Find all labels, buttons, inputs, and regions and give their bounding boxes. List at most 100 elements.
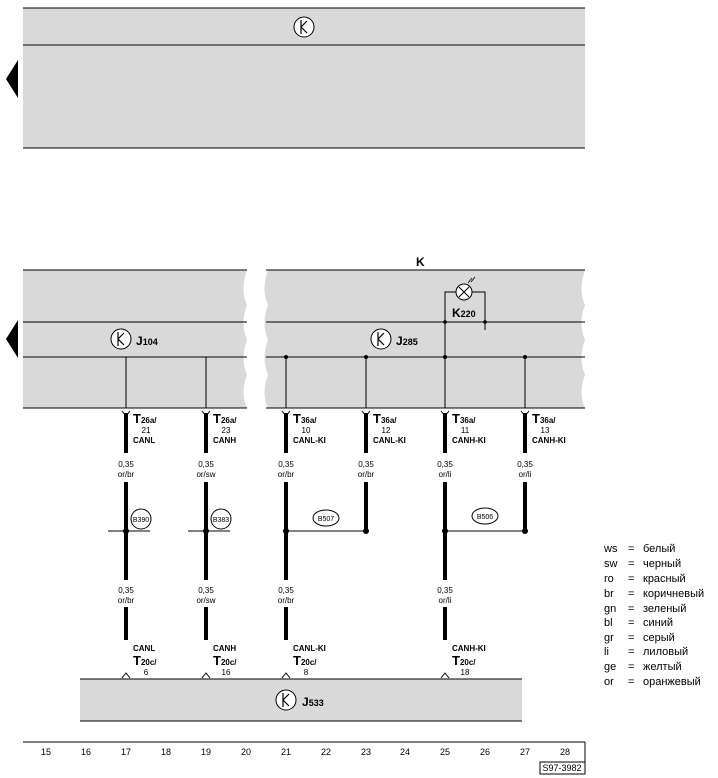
- svg-text:or/li: or/li: [519, 470, 532, 479]
- svg-text:22: 22: [321, 747, 331, 757]
- component-j533-label: J533: [302, 695, 324, 709]
- warning-lamp-k220: K220: [443, 276, 487, 324]
- wire-label: 0,35 or/br: [278, 460, 295, 479]
- svg-text:0,35: 0,35: [118, 586, 134, 595]
- svg-text:T26a/: T26a/: [133, 411, 157, 426]
- wires: [124, 413, 527, 640]
- svg-text:T36a/: T36a/: [532, 411, 556, 426]
- svg-text:or/br: or/br: [278, 596, 295, 605]
- component-j533-panel: J533: [80, 678, 522, 722]
- svg-text:ro: ro: [604, 573, 614, 585]
- svg-text:B383: B383: [213, 517, 229, 524]
- svg-text:S97-3982: S97-3982: [542, 763, 581, 773]
- svg-text:0,35: 0,35: [437, 586, 453, 595]
- svg-text:17: 17: [121, 747, 131, 757]
- svg-text:CANL: CANL: [133, 644, 155, 653]
- splice-node: B506: [442, 507, 528, 534]
- svg-text:18: 18: [161, 747, 171, 757]
- svg-text:16: 16: [222, 668, 231, 677]
- wire-label: 0,35 or/br: [278, 586, 295, 605]
- svg-text:0,35: 0,35: [278, 460, 294, 469]
- svg-text:B506: B506: [477, 514, 493, 521]
- svg-text:8: 8: [304, 668, 309, 677]
- svg-text:bl: bl: [604, 617, 613, 629]
- svg-text:6: 6: [144, 668, 149, 677]
- svg-text:0,35: 0,35: [358, 460, 374, 469]
- svg-text:CANL-KI: CANL-KI: [293, 644, 326, 653]
- svg-text:or/sw: or/sw: [196, 596, 215, 605]
- svg-text:0,35: 0,35: [278, 586, 294, 595]
- splice-node: B390: [108, 508, 152, 534]
- svg-text:=: =: [628, 676, 634, 688]
- svg-text:10: 10: [302, 426, 311, 435]
- wire-label: 0,35 or/br: [118, 460, 135, 479]
- svg-text:21: 21: [142, 426, 151, 435]
- svg-text:27: 27: [520, 747, 530, 757]
- component-j104-label: J104: [136, 334, 158, 348]
- svg-text:T36a/: T36a/: [373, 411, 397, 426]
- component-j104-panel: J104: [23, 269, 247, 409]
- wire-label: 0,35 or/br: [358, 460, 375, 479]
- wire-label: 0,35 or/li: [437, 460, 453, 479]
- svg-text:ge: ge: [604, 661, 616, 673]
- svg-text:12: 12: [382, 426, 391, 435]
- svg-text:CANL-KI: CANL-KI: [373, 436, 406, 445]
- svg-text:желтый: желтый: [643, 661, 682, 673]
- legend-row: or=оранжевый: [604, 676, 701, 688]
- grid-ruler: 15 16 17 18 19 20 21 22 23 24 25 26 27 2…: [23, 741, 586, 762]
- svg-text:B507: B507: [318, 516, 334, 523]
- legend-row: ge = желтый: [604, 661, 682, 673]
- svg-text:оранжевый: оранжевый: [643, 676, 701, 688]
- legend-row: li=лиловый: [604, 646, 688, 658]
- top-connector: T26a/ 21 CANL: [133, 411, 157, 445]
- svg-text:0,35: 0,35: [437, 460, 453, 469]
- svg-text:23: 23: [222, 426, 231, 435]
- legend-row: gn=зеленый: [604, 603, 686, 615]
- page-continuation-arrow-icon: [6, 320, 18, 358]
- svg-text:=: =: [628, 646, 634, 658]
- legend-row: ro=красный: [604, 573, 686, 585]
- svg-text:or/br: or/br: [278, 470, 295, 479]
- bottom-connector: CANH T20c/ 16: [213, 644, 237, 677]
- svg-text:20: 20: [241, 747, 251, 757]
- ground-symbol-icon: [370, 328, 392, 350]
- svg-text:CANH: CANH: [213, 644, 236, 653]
- top-connector: T36a/ 13 CANH-KI: [532, 411, 566, 445]
- splice-node: B383: [188, 508, 232, 534]
- svg-text:коричневый: коричневый: [643, 588, 704, 600]
- svg-text:=: =: [628, 573, 634, 585]
- legend-row: bl=синий: [604, 617, 673, 629]
- bottom-connector: CANL-KI T20c/ 8: [293, 644, 326, 677]
- svg-text:=: =: [628, 588, 634, 600]
- svg-text:28: 28: [560, 747, 570, 757]
- svg-text:23: 23: [361, 747, 371, 757]
- svg-text:21: 21: [281, 747, 291, 757]
- wire-label: 0,35 or/li: [437, 586, 453, 605]
- svg-text:or/br: or/br: [118, 470, 135, 479]
- top-connector: T26a/ 23 CANH: [213, 411, 237, 445]
- svg-text:CANH-KI: CANH-KI: [452, 436, 486, 445]
- wire-label: 0,35 or/br: [118, 586, 135, 605]
- wire-label: 0,35 or/sw: [196, 586, 215, 605]
- drawing-ref-box: S97-3982: [539, 761, 586, 775]
- svg-text:T20c/: T20c/: [133, 653, 157, 668]
- svg-text:25: 25: [440, 747, 450, 757]
- wire-label: 0,35 or/li: [517, 460, 533, 479]
- internal-wires: [125, 322, 526, 408]
- svg-text:зеленый: зеленый: [643, 603, 686, 615]
- component-j285-panel: K J285 K220: [264, 255, 585, 409]
- svg-text:or/sw: or/sw: [196, 470, 215, 479]
- svg-text:серый: серый: [643, 632, 675, 644]
- svg-text:=: =: [628, 543, 634, 555]
- top-panel: [23, 7, 585, 149]
- component-k220-label: K220: [452, 306, 476, 320]
- svg-text:or/li: or/li: [439, 470, 452, 479]
- svg-text:19: 19: [201, 747, 211, 757]
- svg-text:gr: gr: [604, 632, 614, 644]
- svg-text:черный: черный: [643, 558, 681, 570]
- component-j285-label: J285: [396, 334, 418, 348]
- wire-arrows: [121, 410, 530, 679]
- page-continuation-arrow-icon: [6, 60, 18, 98]
- svg-text:=: =: [628, 661, 634, 673]
